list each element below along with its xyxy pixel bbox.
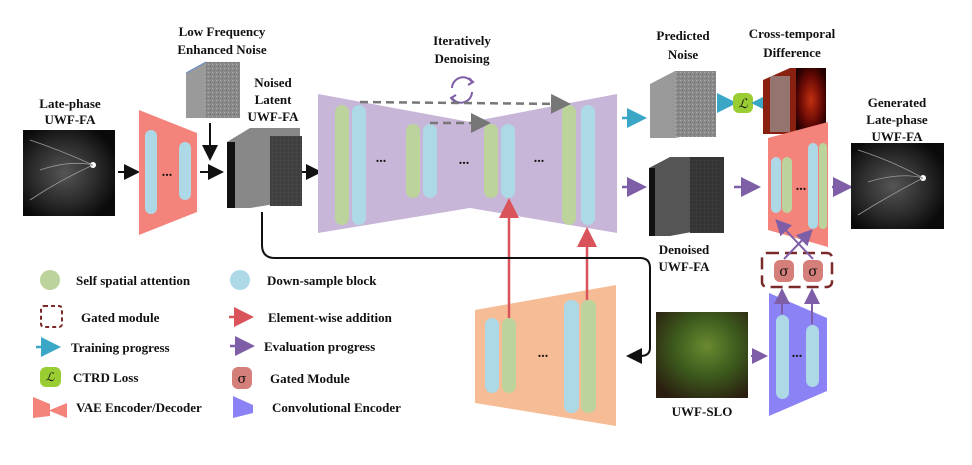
downsample-block xyxy=(423,124,437,198)
iterative-label-2: Denoising xyxy=(435,51,490,66)
legend: Self spatial attention Down-sample block… xyxy=(33,270,401,418)
denoised-label-2: UWF-FA xyxy=(658,259,710,274)
downsample-block xyxy=(485,318,499,393)
gate-to-decoder-arrow xyxy=(783,229,813,260)
legend-label: Convolutional Encoder xyxy=(272,400,401,415)
svg-text:ℒ: ℒ xyxy=(46,370,55,384)
noise-label-1: Low Frequency xyxy=(179,24,266,39)
legend-green-circle-icon xyxy=(40,270,60,290)
sigma-gate: σ xyxy=(803,260,823,282)
cross-temporal-label-2: Difference xyxy=(763,45,821,60)
legend-label: Training progress xyxy=(71,340,170,355)
uwf-slo-image xyxy=(656,312,748,398)
downsample-block xyxy=(352,105,366,225)
svg-text:σ: σ xyxy=(779,264,789,280)
ctrd-loss-badge: ℒ xyxy=(733,93,753,113)
latent-to-condition-connector xyxy=(261,212,651,364)
noised-latent-label-1: Noised xyxy=(254,75,292,90)
sigma-gate: σ xyxy=(774,260,794,282)
legend-label: Down-sample block xyxy=(267,273,377,288)
attention-block xyxy=(782,157,792,213)
vessels xyxy=(29,139,94,201)
input-fa-label-1: Late-phase xyxy=(39,96,101,111)
iterative-label-1: Iteratively xyxy=(433,33,491,48)
condition-encoder: ... xyxy=(475,285,616,426)
skip-connection-outer xyxy=(359,93,571,114)
legend-sigma-badge-icon xyxy=(232,367,252,389)
legend-dashed-square-icon xyxy=(40,305,63,328)
legend-label: VAE Encoder/Decoder xyxy=(76,400,202,415)
ellipsis: ... xyxy=(796,179,807,194)
noised-latent-label-2: Latent xyxy=(255,92,293,107)
refresh-cycle-icon xyxy=(449,76,475,104)
noised-latent-cube xyxy=(227,128,302,208)
gated-module-box xyxy=(760,251,834,289)
legend-label: Evaluation progress xyxy=(264,339,375,354)
cross-temporal-cube xyxy=(763,68,826,134)
predicted-noise-label-2: Noise xyxy=(668,47,699,62)
generated-label-2: Late-phase xyxy=(866,112,928,127)
legend-loss-badge-icon xyxy=(40,367,61,387)
generated-label-3: UWF-FA xyxy=(871,129,923,144)
predicted-noise-label-1: Predicted xyxy=(656,28,710,43)
svg-text:σ: σ xyxy=(808,264,818,280)
downsample-block xyxy=(581,105,595,225)
legend-label: Gated module xyxy=(81,310,160,325)
input-fa-group: Late-phase UWF-FA xyxy=(23,96,115,216)
attention-block xyxy=(335,105,349,225)
unet-shape xyxy=(318,94,617,233)
noised-latent-label-3: UWF-FA xyxy=(247,109,299,124)
vae-decoder: ... xyxy=(768,122,828,247)
noise-label-2: Enhanced Noise xyxy=(177,42,266,57)
downsample-block xyxy=(501,124,515,198)
downsample-block xyxy=(145,130,157,214)
loss-symbol: ℒ xyxy=(738,97,748,112)
downsample-block xyxy=(776,315,789,399)
downsample-block xyxy=(806,325,819,387)
predicted-noise-cube xyxy=(650,71,716,138)
noise-cube xyxy=(185,61,240,118)
legend-label: CTRD Loss xyxy=(73,370,138,385)
ellipsis: ... xyxy=(534,151,545,166)
generated-label-1: Generated xyxy=(868,95,927,110)
ellipsis: ... xyxy=(792,346,803,361)
gate-to-decoder-arrow xyxy=(775,219,814,260)
ellipsis: ... xyxy=(376,151,387,166)
ellipsis: ... xyxy=(459,153,470,168)
downsample-block xyxy=(564,300,579,413)
attention-block xyxy=(406,124,420,198)
downsample-block xyxy=(771,157,781,213)
attention-block xyxy=(819,143,827,229)
conv-encoder: ... xyxy=(769,293,827,416)
legend-label: Element-wise addition xyxy=(268,310,393,325)
legend-label: Self spatial attention xyxy=(76,273,191,288)
downsample-block xyxy=(808,143,818,229)
attention-block xyxy=(581,300,596,413)
legend-label: Gated Module xyxy=(270,371,350,386)
denoised-label-1: Denoised xyxy=(659,242,710,257)
cross-temporal-label-1: Cross-temporal xyxy=(749,26,836,41)
slo-label: UWF-SLO xyxy=(672,404,733,419)
ellipsis: ... xyxy=(538,346,549,361)
downsample-block xyxy=(179,142,191,200)
generated-fa-image xyxy=(851,143,944,229)
ellipsis: ... xyxy=(162,165,173,180)
vae-encoder: ... xyxy=(139,110,197,235)
attention-block xyxy=(502,318,516,393)
legend-blue-trapezoid-icon xyxy=(233,396,253,418)
denoised-cube xyxy=(649,157,724,236)
legend-bowtie-icon xyxy=(33,397,67,418)
unet-denoiser: ... ... ... xyxy=(318,93,617,233)
input-fa-label-2: UWF-FA xyxy=(44,112,96,127)
attention-block xyxy=(562,105,576,225)
input-fa-image xyxy=(23,130,115,216)
legend-blue-circle-icon xyxy=(230,270,250,290)
attention-block xyxy=(484,124,498,198)
svg-text:σ: σ xyxy=(238,372,247,387)
